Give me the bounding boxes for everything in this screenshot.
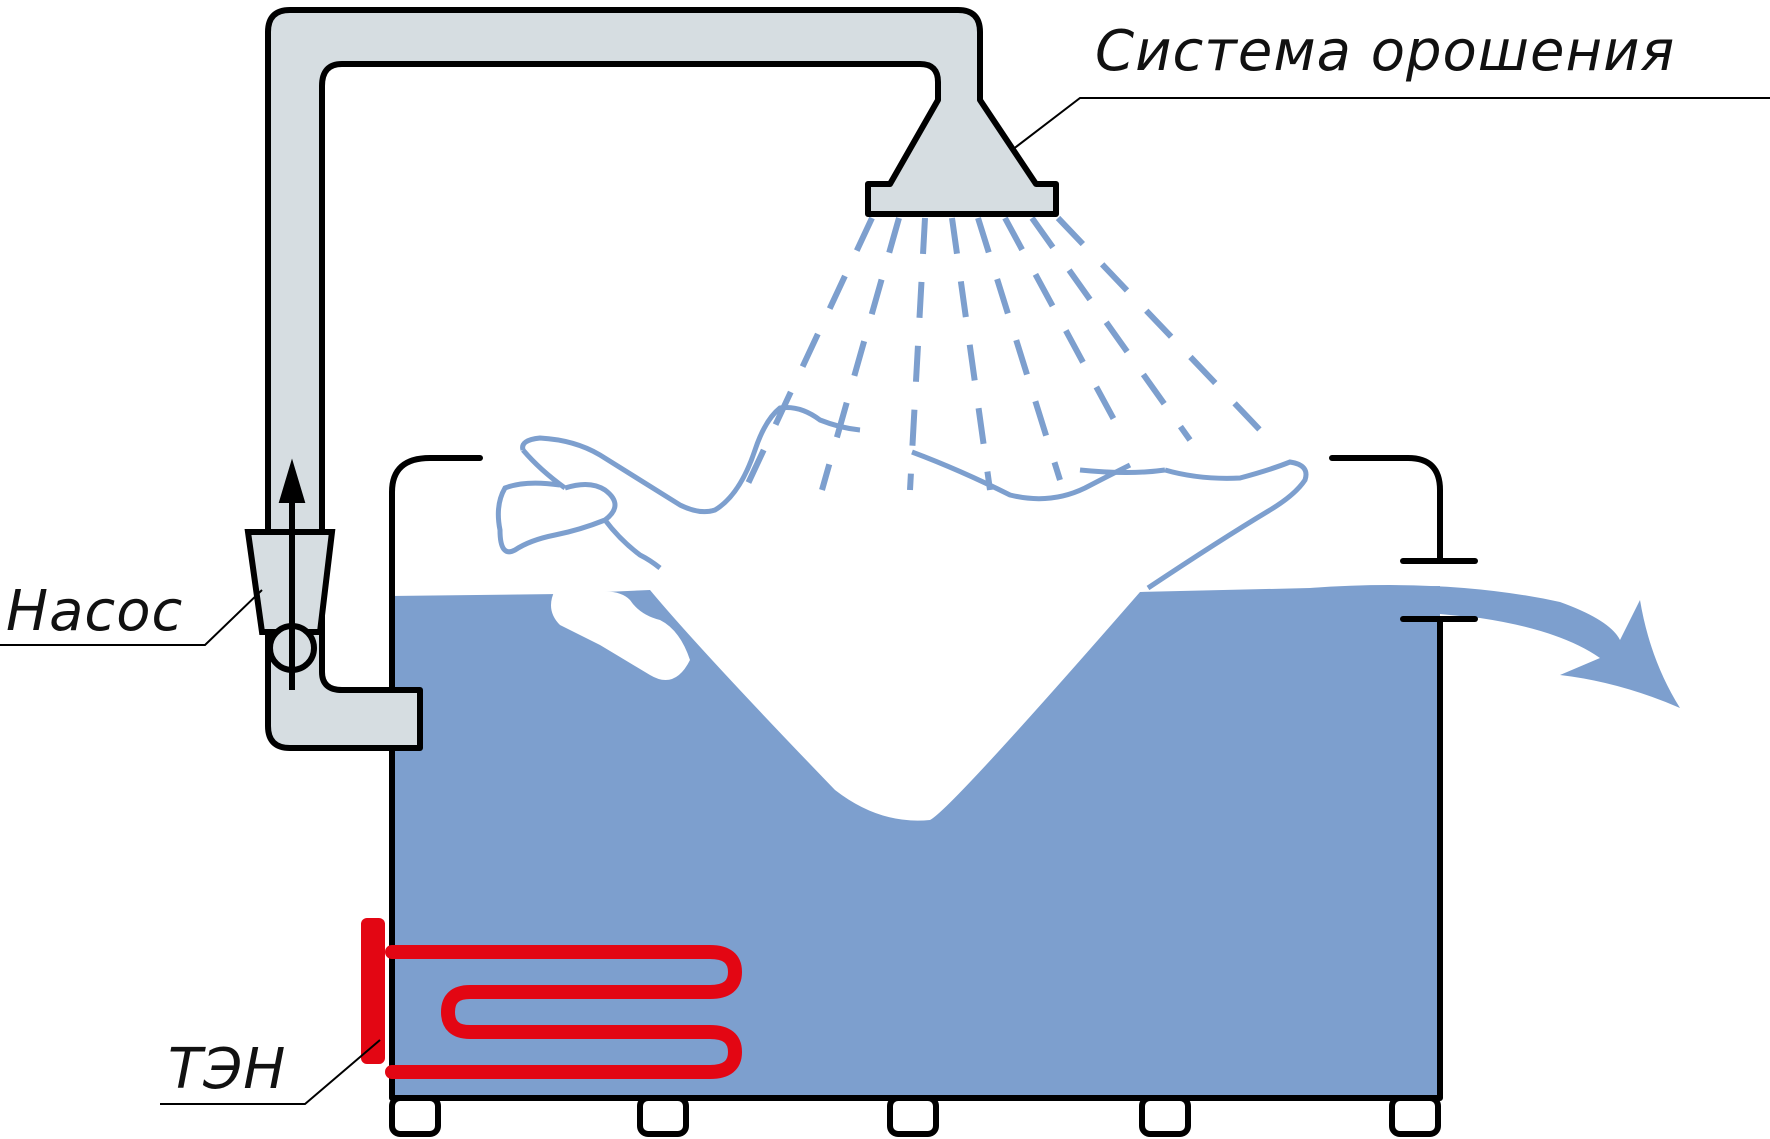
pump-icon — [244, 458, 336, 690]
heater-label: ТЭН — [168, 1037, 286, 1102]
pump-label: Насос — [6, 579, 183, 644]
tank-feet — [389, 1095, 1441, 1137]
washed-item-outline — [495, 405, 1309, 591]
heater-element — [361, 918, 743, 1079]
tank — [389, 455, 1478, 1101]
spray-jets — [742, 215, 1263, 492]
irrigation-system-label: Система орошения — [1095, 19, 1675, 84]
leader-lines — [0, 97, 1770, 1105]
water-body — [390, 586, 1440, 1096]
outflow-stream — [1310, 585, 1680, 708]
foam-blob — [551, 590, 690, 680]
supply-pipe — [265, 7, 1059, 751]
